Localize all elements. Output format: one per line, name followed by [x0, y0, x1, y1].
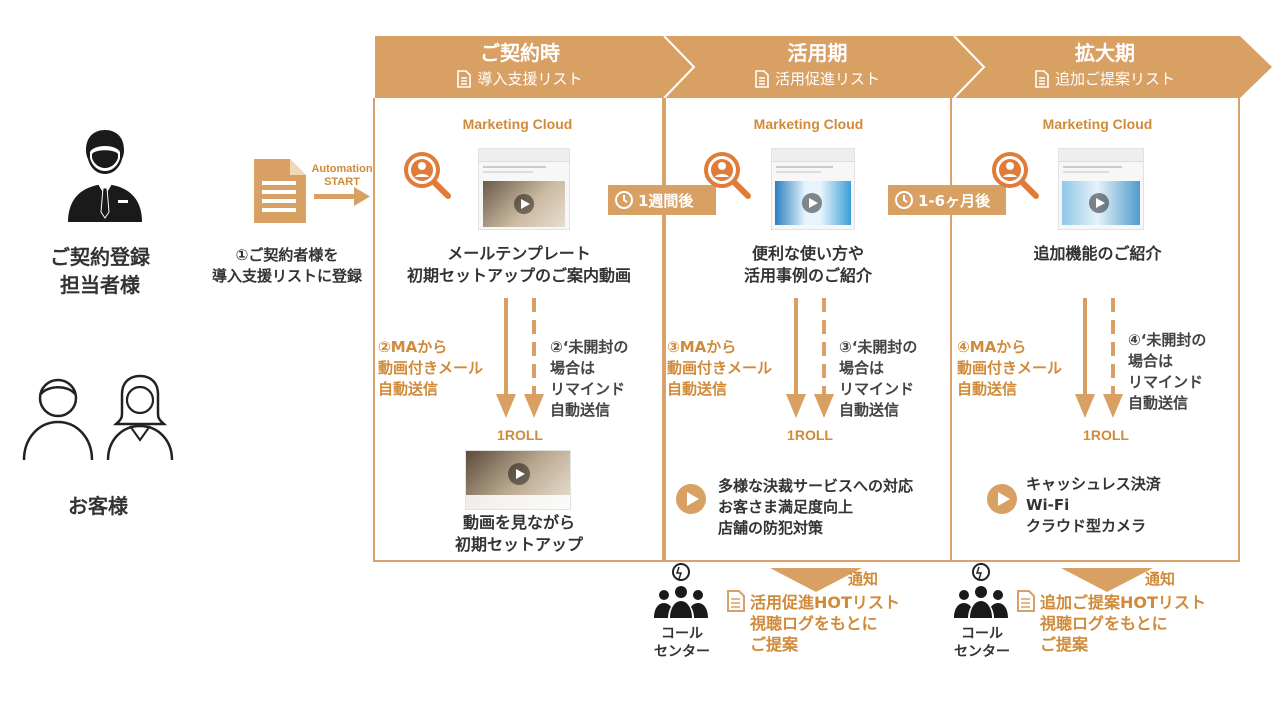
- notify-arrow-3: [1061, 568, 1153, 592]
- hot-list-3-text: 追加ご提案HOTリスト 視聴ログをもとに ご提案: [1040, 593, 1206, 654]
- col1-ma-text: ②MAから 動画付きメール 自動送信: [378, 338, 484, 398]
- play-circle-icon: [987, 484, 1017, 514]
- col3-remind-text: ④‘未開封の 場合は リマインド 自動送信: [1128, 331, 1207, 412]
- call-center-label-2: コール センター: [954, 626, 1010, 660]
- phase-2-header: 活用期 活用促進リスト: [680, 42, 955, 88]
- phase-header-band: [375, 35, 1272, 99]
- col3-ma-text: ④MAから 動画付きメール 自動送信: [957, 338, 1063, 398]
- play-icon: [521, 199, 530, 209]
- clock-icon: [895, 191, 913, 209]
- col1-video-text: 動画を見ながら 初期セットアップ: [454, 513, 583, 554]
- phase-1-header: ご契約時 導入支援リスト: [375, 42, 665, 88]
- timer-2-label: 1-6ヶ月後: [918, 191, 991, 210]
- col2-items: 多様な決裁サービスへの対応 お客さま満足度向上 店舗の防犯対策: [718, 477, 914, 537]
- phase-3-header: 拡大期 追加ご提案リスト: [970, 42, 1240, 88]
- phase-arrow-3: [954, 36, 1272, 98]
- play-icon: [1096, 198, 1105, 208]
- document-icon: [1035, 70, 1049, 88]
- notify-label-3: 通知: [1145, 570, 1176, 588]
- phase-3-box: [950, 98, 1240, 562]
- play-circle-icon: [676, 484, 706, 514]
- call-center-label-1: コール センター: [654, 626, 710, 660]
- phase-3-list: 追加ご提案リスト: [1054, 70, 1175, 88]
- document-icon: [457, 70, 472, 88]
- col2-ma-text: ③MAから 動画付きメール 自動送信: [667, 338, 773, 398]
- col2-send-arrows: [786, 298, 834, 418]
- magnifier-icon: [992, 152, 1039, 199]
- clock-icon: [615, 191, 633, 209]
- play-icon: [809, 198, 818, 208]
- col3-roll-label: 1ROLL: [1083, 427, 1129, 443]
- marketing-cloud-label-3: Marketing Cloud: [1042, 116, 1153, 132]
- call-center-icon: [954, 563, 1008, 618]
- col3-items: キャッシュレス決済 Wi-Fi クラウド型カメラ: [1026, 475, 1161, 535]
- phase-1-list: 導入支援リスト: [477, 70, 583, 88]
- magnifier-icon: [704, 152, 751, 199]
- customers-icon: [22, 374, 174, 461]
- col1-remind-text: ②‘未開封の 場合は リマインド 自動送信: [550, 338, 629, 419]
- magnifier-icon: [404, 152, 451, 199]
- timer-badge-1: 1週間後: [608, 185, 716, 215]
- usage-email-thumbnail: [771, 148, 855, 230]
- document-icon: [1017, 590, 1035, 612]
- marketing-cloud-label-1: Marketing Cloud: [462, 116, 573, 132]
- phase-2-list: 活用促進リスト: [774, 70, 880, 88]
- customer-label: お客様: [68, 494, 128, 518]
- col2-remind-text: ③‘未開封の 場合は リマインド 自動送信: [839, 338, 918, 419]
- setup-video-thumbnail: [465, 450, 571, 510]
- col1-roll-label: 1ROLL: [497, 427, 543, 443]
- phase-1-title: ご契約時: [480, 41, 560, 65]
- timer-badge-2: 1-6ヶ月後: [888, 185, 1006, 215]
- col1-send-arrows: [496, 298, 544, 418]
- col3-main-text: 追加機能のご紹介: [1033, 244, 1162, 263]
- col1-main-text: メールテンプレート 初期セットアップのご案内動画: [406, 244, 631, 285]
- timer-1-label: 1週間後: [638, 191, 694, 210]
- call-center-icon: [654, 563, 708, 618]
- phase-arrow-2: [664, 36, 984, 98]
- hot-list-2-text: 活用促進HOTリスト 視聴ログをもとに ご提案: [750, 593, 900, 654]
- marketing-cloud-label-2: Marketing Cloud: [753, 116, 864, 132]
- phase-2-title: 活用期: [787, 41, 848, 65]
- document-icon: [254, 159, 306, 223]
- automation-arrow: [314, 187, 370, 206]
- notify-label-2: 通知: [848, 570, 879, 588]
- col2-main-text: 便利な使い方や 活用事例のご紹介: [743, 244, 872, 285]
- email-template-thumbnail: [478, 148, 570, 230]
- step1-label: ①ご契約者様を 導入支援リストに登録: [211, 246, 362, 285]
- feature-email-thumbnail: [1058, 148, 1144, 230]
- registrant-label: ご契約登録 担当者様: [50, 245, 150, 297]
- businessman-icon: [68, 130, 142, 222]
- phase-3-title: 拡大期: [1075, 41, 1135, 65]
- document-icon: [755, 70, 769, 88]
- notify-arrow-2: [770, 568, 862, 592]
- col3-send-arrows: [1075, 298, 1123, 418]
- document-icon: [727, 590, 745, 612]
- phase-arrow-1: [375, 36, 694, 98]
- phase-1-box: [373, 98, 666, 562]
- col2-roll-label: 1ROLL: [787, 427, 833, 443]
- play-icon: [516, 469, 525, 479]
- automation-start-label: Automation START: [311, 163, 373, 188]
